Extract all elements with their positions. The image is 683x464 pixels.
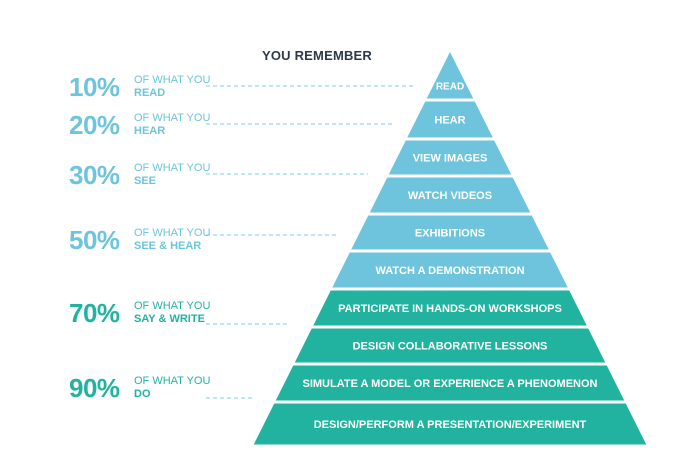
pyramid-tier-label: READ: [436, 82, 464, 93]
retention-percent: 90%: [69, 373, 120, 403]
retention-description-line1: OF WHAT YOU: [134, 227, 211, 239]
pyramid-tier: [351, 215, 549, 250]
pyramid-tier-label: WATCH VIDEOS: [408, 190, 492, 202]
pyramid-tier: [294, 328, 606, 363]
retention-percent: 70%: [69, 298, 120, 328]
retention-percent: 30%: [69, 160, 120, 190]
retention-description-line2: SAY & WRITE: [134, 313, 205, 325]
retention-description-line1: OF WHAT YOU: [134, 162, 211, 174]
retention-percent: 50%: [69, 225, 120, 255]
pyramid-tier-label: DESIGN COLLABORATIVE LESSONS: [353, 341, 548, 353]
retention-description-line2: DO: [134, 388, 151, 400]
pyramid-tier-label: SIMULATE A MODEL OR EXPERIENCE A PHENOME…: [303, 378, 598, 390]
pyramid-tier-label: PARTICIPATE IN HANDS-ON WORKSHOPS: [338, 303, 562, 315]
retention-percent: 10%: [69, 72, 120, 102]
pyramid-tier: [332, 252, 568, 288]
retention-description-line2: SEE: [134, 175, 157, 187]
pyramid-tier: [407, 101, 493, 138]
pyramid-tier-label: HEAR: [434, 115, 465, 127]
pyramid-tier: [426, 52, 474, 99]
retention-percent: 20%: [69, 110, 120, 140]
retention-description-line2: SEE & HEAR: [134, 240, 202, 252]
pyramid-tier: [313, 290, 587, 326]
pyramid-tier-label: WATCH A DEMONSTRATION: [375, 265, 524, 277]
retention-description-line2: HEAR: [134, 125, 166, 137]
pyramid-tier-label: EXHIBITIONS: [415, 228, 485, 240]
pyramid-heading: YOU REMEMBER: [262, 48, 373, 63]
retention-description-line1: OF WHAT YOU: [134, 74, 211, 86]
pyramid-tier: [275, 365, 625, 401]
pyramid-tier: [388, 140, 512, 175]
retention-description-line1: OF WHAT YOU: [134, 375, 211, 387]
pyramid-tier: [369, 177, 531, 213]
pyramid-tier: [253, 403, 647, 445]
retention-description-line2: READ: [134, 87, 166, 99]
pyramid-tier-label: VIEW IMAGES: [413, 153, 488, 165]
retention-description-line1: OF WHAT YOU: [134, 300, 211, 312]
pyramid-tier-label: DESIGN/PERFORM A PRESENTATION/EXPERIMENT: [314, 419, 587, 431]
retention-description-line1: OF WHAT YOU: [134, 112, 211, 124]
